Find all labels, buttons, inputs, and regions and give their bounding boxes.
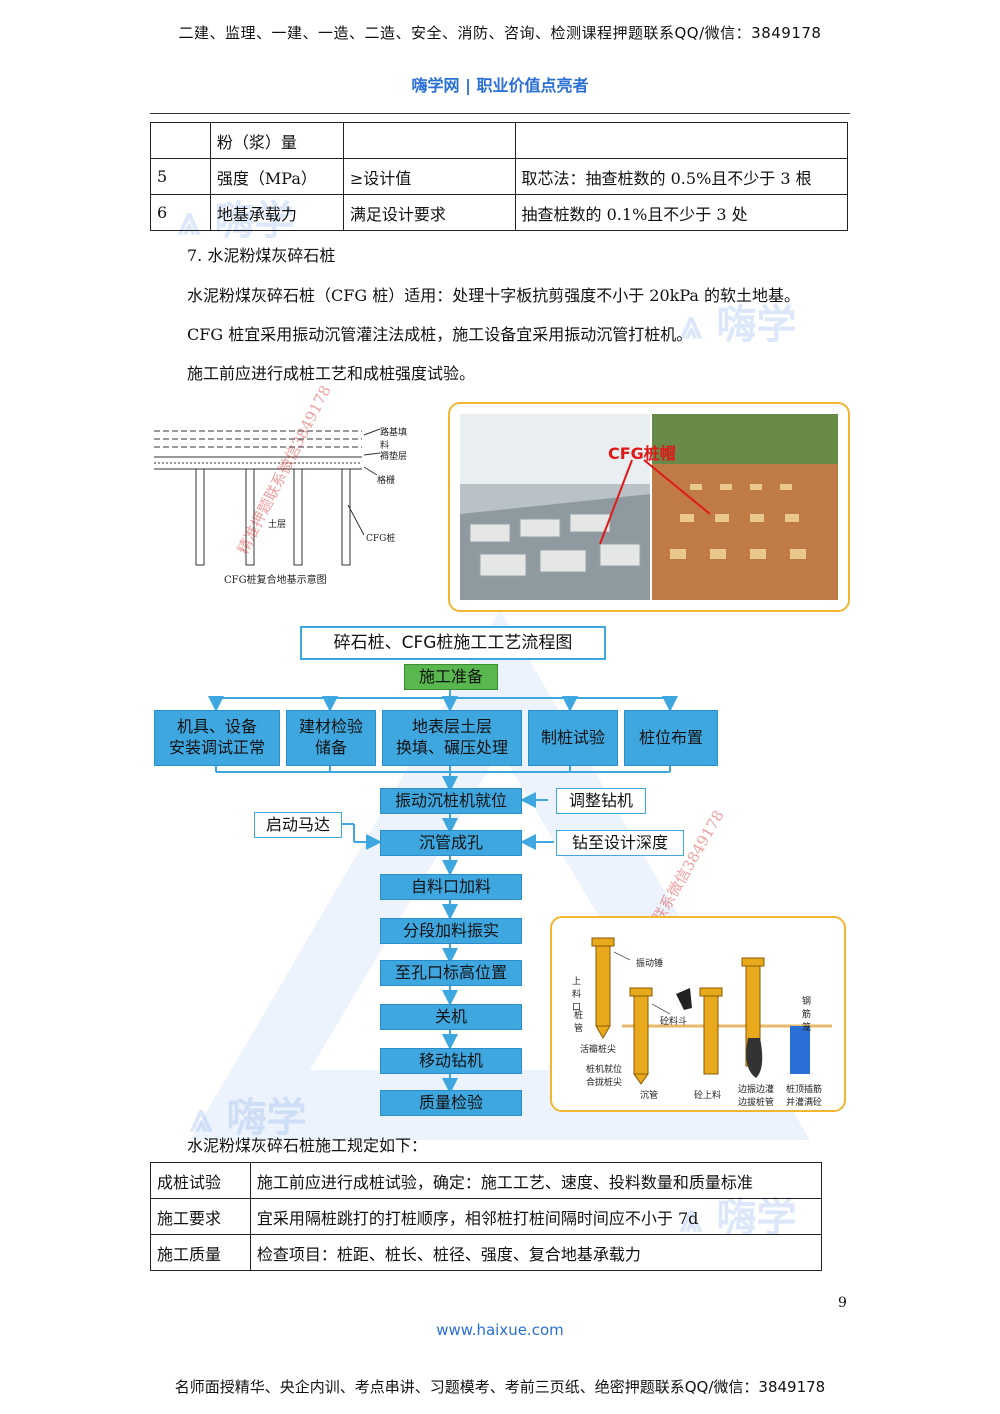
flow-side-adjust: 调整钻机 bbox=[556, 788, 646, 814]
flow-step-positioning: 振动沉桩机就位 bbox=[380, 788, 522, 814]
rules-value: 宜采用隔桩跳打的打桩顺序，相邻桩打桩间隔时间应不小于 7d bbox=[249, 1198, 823, 1235]
paragraph-method: CFG 桩宜采用振动沉管灌注法成桩，施工设备宜采用振动沉管打桩机。 bbox=[187, 325, 693, 344]
acceptance-table: 粉（浆）量 5 强度（MPa） ≥设计值 取芯法：抽查桩数的 0.5%且不少于 … bbox=[150, 122, 849, 231]
flow-step-shutdown: 关机 bbox=[380, 1004, 522, 1030]
label-pipe: 桩管 bbox=[574, 1011, 584, 1034]
table-cell-req: ≥设计值 bbox=[342, 158, 516, 195]
flow-start-prep: 施工准备 bbox=[404, 664, 498, 690]
caption-vibrate-pull: 边振边灌 边拔桩管 bbox=[738, 1085, 775, 1108]
table-cell-no bbox=[150, 122, 211, 159]
table-row: 6 地基承载力 满足设计要求 抽查桩数的 0.1%且不少于 3 处 bbox=[150, 194, 849, 231]
label-vib-hammer: 振动锤 bbox=[636, 959, 664, 969]
flow-step-move-rig: 移动钻机 bbox=[380, 1048, 522, 1074]
section-heading: 7. 水泥粉煤灰碎石桩 bbox=[187, 246, 336, 265]
label-soil: 土层 bbox=[268, 520, 287, 530]
paragraph-applicability: 水泥粉煤灰碎石桩（CFG 桩）适用：处理十字板抗剪强度不小于 20kPa 的软土… bbox=[187, 286, 801, 305]
table-row: 粉（浆）量 bbox=[150, 122, 849, 159]
label-geogrid: 格栅 bbox=[377, 476, 396, 486]
page-number: 9 bbox=[838, 1295, 847, 1311]
rules-intro: 水泥粉煤灰碎石桩施工规定如下： bbox=[187, 1136, 428, 1155]
caption-positioning: 桩机就位 合拢桩尖 bbox=[586, 1065, 623, 1088]
table-cell-no: 5 bbox=[150, 158, 211, 195]
label-valve-tip: 活瓣桩尖 bbox=[580, 1045, 617, 1055]
table-cell-item: 强度（MPa） bbox=[209, 158, 344, 195]
table-cell-no: 6 bbox=[150, 194, 211, 231]
table-cell-req bbox=[342, 122, 516, 159]
pile-process-diagram: 振动锤 上料口 桩管 活瓣桩尖 砼料斗 钢筋笼 桩机就位 合拢桩尖 沉管 砼上料… bbox=[550, 916, 846, 1112]
flow-prep-equipment: 机具、设备 安装调试正常 bbox=[154, 710, 280, 766]
table-row: 施工质量 检查项目：桩距、桩长、桩径、强度、复合地基承载力 bbox=[150, 1234, 823, 1271]
schematic-caption: CFG桩复合地基示意图 bbox=[224, 575, 327, 586]
brand-watermark-3: ⩓ 嗨学 bbox=[190, 1085, 307, 1143]
table-cell-method: 抽查桩数的 0.1%且不少于 3 处 bbox=[514, 194, 849, 231]
label-rebar-cage: 钢筋笼 bbox=[802, 997, 812, 1033]
table-cell-item: 地基承载力 bbox=[209, 194, 344, 231]
process-drawing bbox=[591, 937, 832, 1085]
table-cell-method: 取芯法：抽查桩数的 0.5%且不少于 3 根 bbox=[514, 158, 849, 195]
schematic-drawing bbox=[154, 428, 381, 566]
site-header: 嗨学网 | 职业价值点亮者 bbox=[411, 76, 589, 95]
bottom-banner: 名师面授精华、央企内训、考点串讲、习题模考、考前三页纸、绝密押题联系QQ/微信：… bbox=[174, 1378, 826, 1396]
flow-step-inspection: 质量检验 bbox=[380, 1090, 522, 1116]
paragraph-test: 施工前应进行成桩工艺和成桩强度试验。 bbox=[187, 364, 476, 383]
cfg-photo-frame: CFG桩帽 bbox=[448, 402, 850, 612]
flow-side-depth: 钻至设计深度 bbox=[556, 830, 684, 856]
rules-key: 施工质量 bbox=[150, 1234, 251, 1271]
table-row: 施工要求 宜采用隔桩跳打的打桩顺序，相邻桩打桩间隔时间应不小于 7d bbox=[150, 1198, 823, 1235]
footer-link[interactable]: www.haixue.com bbox=[436, 1321, 564, 1339]
caption-sinking: 沉管 bbox=[640, 1091, 659, 1101]
flow-prep-trial: 制桩试验 bbox=[528, 710, 618, 766]
header-divider bbox=[150, 113, 850, 114]
rules-value: 检查项目：桩距、桩长、桩径、强度、复合地基承载力 bbox=[249, 1234, 823, 1271]
rules-value: 施工前应进行成桩试验，确定：施工工艺、速度、投料数量和质量标准 bbox=[249, 1162, 823, 1199]
rules-key: 施工要求 bbox=[150, 1198, 251, 1235]
rules-table-body: 成桩试验 施工前应进行成桩试验，确定：施工工艺、速度、投料数量和质量标准 施工要… bbox=[150, 1162, 823, 1271]
flow-prep-soil: 地表层土层 换填、碾压处理 bbox=[382, 710, 522, 766]
brand-watermark-2: ⩓ 嗨学 bbox=[680, 302, 797, 348]
flow-step-vibration: 分段加料振实 bbox=[380, 918, 522, 944]
table-row: 成桩试验 施工前应进行成桩试验，确定：施工工艺、速度、投料数量和质量标准 bbox=[150, 1162, 823, 1199]
flow-prep-layout: 桩位布置 bbox=[624, 710, 718, 766]
label-pile: CFG桩 bbox=[366, 534, 396, 544]
table-cell-method bbox=[514, 122, 849, 159]
label-cushion: 路基填料 bbox=[380, 428, 408, 451]
table-row: 5 强度（MPa） ≥设计值 取芯法：抽查桩数的 0.5%且不少于 3 根 bbox=[150, 158, 849, 195]
flow-side-start-motor: 启动马达 bbox=[254, 812, 342, 838]
brand-logo-icon: ⩓ bbox=[190, 1095, 213, 1141]
rules-key: 成桩试验 bbox=[150, 1162, 251, 1199]
flowchart-connectors bbox=[208, 688, 678, 1094]
brand-logo-icon: ⩓ bbox=[680, 302, 703, 348]
top-banner: 二建、监理、一建、一造、二造、安全、消防、咨询、检测课程押题联系QQ/微信：38… bbox=[178, 24, 822, 42]
caption-rebar-fill: 桩顶插筋 并灌满砼 bbox=[786, 1085, 823, 1108]
construction-flowchart: 碎石桩、CFG桩施工工艺流程图 施工准备 机具、设备 安装调试正常 建材检验 储… bbox=[150, 622, 730, 1122]
flow-step-feeding: 自料口加料 bbox=[380, 874, 522, 900]
label-feed-port: 上料口 bbox=[572, 977, 582, 1013]
rules-table: 成桩试验 施工前应进行成桩试验，确定：施工工艺、速度、投料数量和质量标准 施工要… bbox=[150, 1162, 823, 1271]
cfg-schematic: 路基填料 褥垫层 格栅 土层 CFG桩 CFG桩复合地基示意图 bbox=[152, 425, 412, 590]
cfg-photo bbox=[460, 414, 838, 600]
table-cell-req: 满足设计要求 bbox=[342, 194, 516, 231]
label-hopper: 砼料斗 bbox=[660, 1017, 688, 1027]
flowchart-title: 碎石桩、CFG桩施工工艺流程图 bbox=[300, 626, 606, 660]
flow-step-sinking: 沉管成孔 bbox=[380, 830, 522, 856]
label-bedding: 褥垫层 bbox=[380, 452, 408, 462]
acceptance-table-body: 粉（浆）量 5 强度（MPa） ≥设计值 取芯法：抽查桩数的 0.5%且不少于 … bbox=[150, 122, 849, 231]
photo-label: CFG桩帽 bbox=[608, 444, 676, 463]
flow-step-elevation: 至孔口标高位置 bbox=[380, 960, 522, 986]
flow-prep-materials: 建材检验 储备 bbox=[286, 710, 376, 766]
caption-pouring: 砼上料 bbox=[694, 1091, 722, 1101]
table-cell-item: 粉（浆）量 bbox=[209, 122, 344, 159]
